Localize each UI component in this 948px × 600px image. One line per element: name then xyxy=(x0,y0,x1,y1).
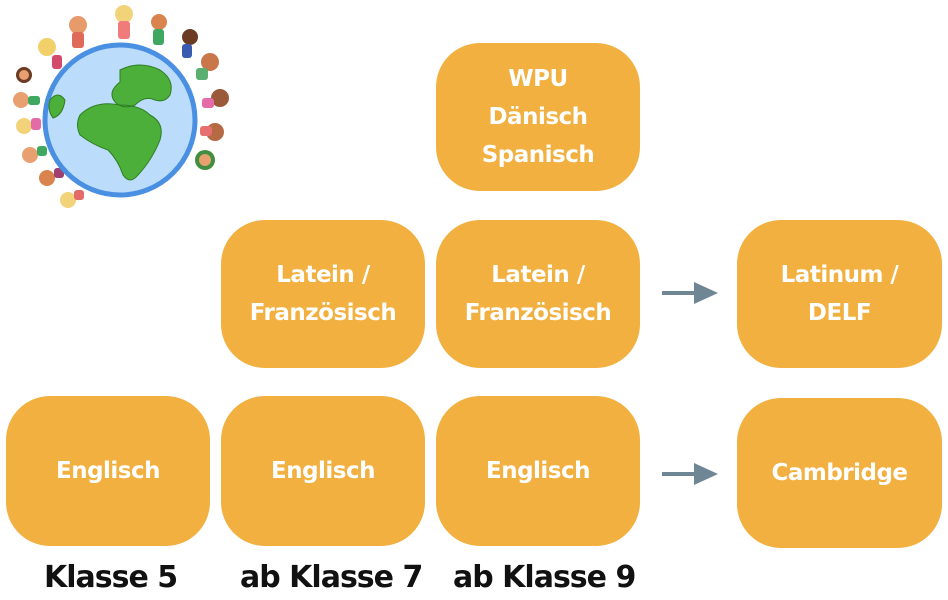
box-latinum-delf: Latinum / DELF xyxy=(737,220,942,368)
box-line-2: DELF xyxy=(807,300,872,326)
box-wpu-line-3: Spanisch xyxy=(481,142,595,168)
box-line-1: Cambridge xyxy=(771,460,908,486)
box-wpu: WPU Dänisch Spanisch xyxy=(436,43,640,191)
box-line-1: Latinum / xyxy=(780,262,899,288)
column-label-ab-klasse-9: ab Klasse 9 xyxy=(453,560,636,595)
box-englisch-9: Englisch xyxy=(436,396,640,546)
box-wpu-line-1: WPU xyxy=(508,66,568,92)
arrow-right-icon xyxy=(662,463,718,485)
column-label-klasse-5: Klasse 5 xyxy=(44,560,178,595)
box-wpu-line-2: Dänisch xyxy=(488,104,588,130)
box-line-2: Französisch xyxy=(464,300,612,326)
globe-children-illustration xyxy=(13,5,229,208)
box-line-1: Latein / xyxy=(491,262,585,288)
box-latein-franzoesisch-9: Latein / Französisch xyxy=(436,220,640,368)
box-line-1: Englisch xyxy=(55,458,161,484)
box-line-1: Englisch xyxy=(485,458,591,484)
continents xyxy=(48,64,172,181)
column-label-ab-klasse-7: ab Klasse 7 xyxy=(240,560,423,595)
box-englisch-7: Englisch xyxy=(221,396,425,546)
box-latein-franzoesisch-7: Latein / Französisch xyxy=(221,220,425,368)
box-line-1: Englisch xyxy=(270,458,376,484)
arrow-right-icon xyxy=(662,282,718,304)
box-englisch-5: Englisch xyxy=(6,396,210,546)
box-cambridge: Cambridge xyxy=(737,398,942,548)
children-ring xyxy=(13,5,229,208)
box-line-1: Latein / xyxy=(276,262,370,288)
box-line-2: Französisch xyxy=(249,300,397,326)
